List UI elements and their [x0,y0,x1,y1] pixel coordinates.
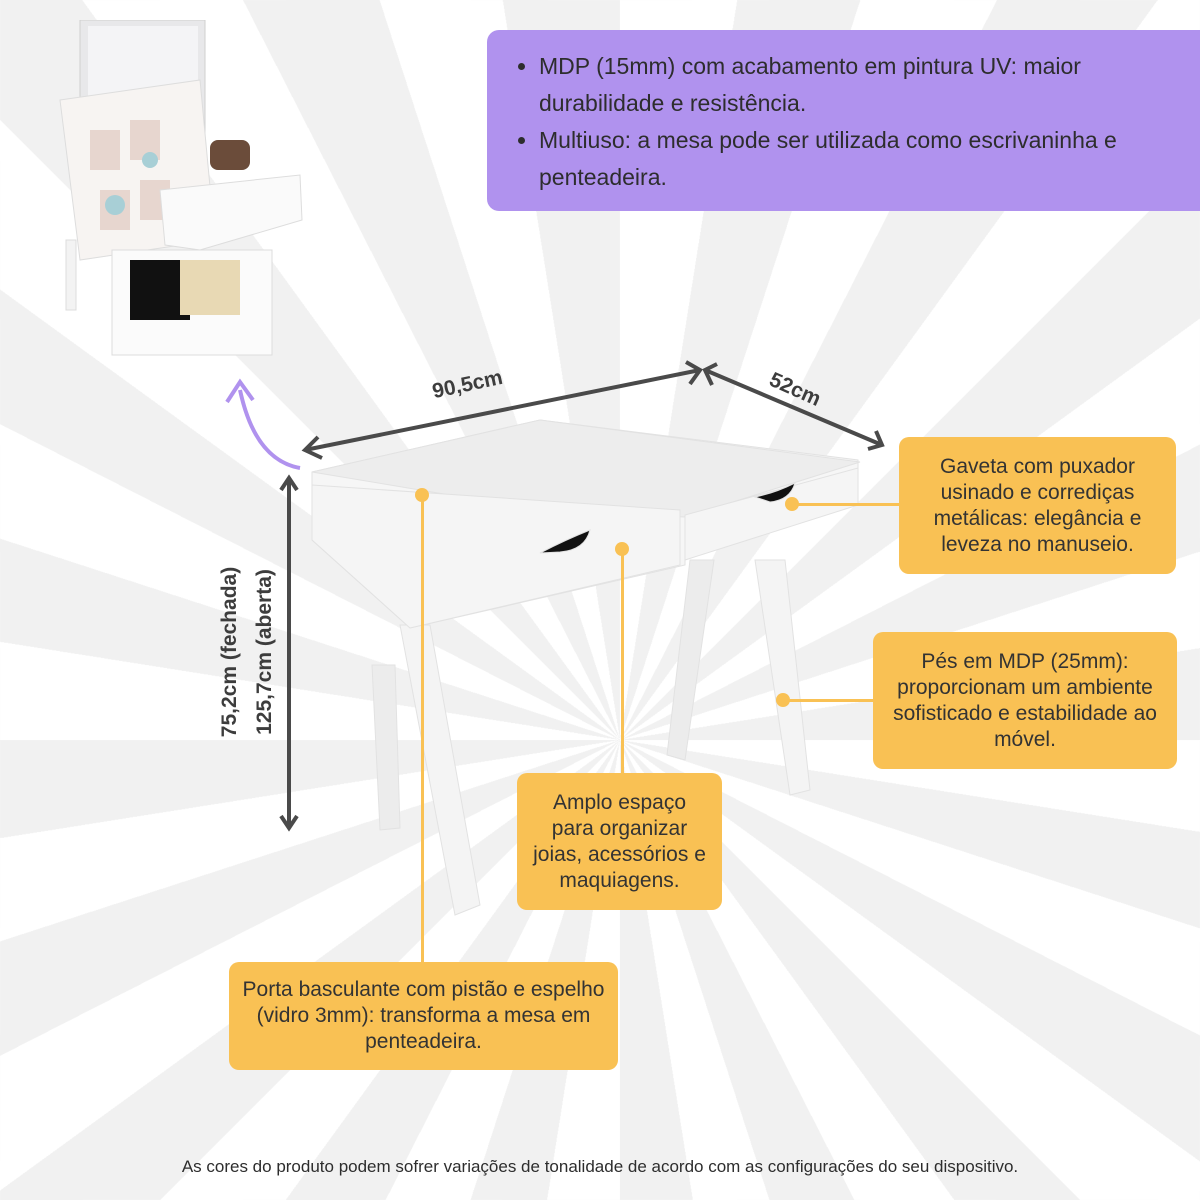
feature-item: MDP (15mm) com acabamento em pintura UV:… [539,48,1179,122]
callout-door: Porta basculante com pistão e espelho (v… [229,962,618,1070]
connector-line [621,549,624,773]
dimension-arrows [279,360,885,832]
marker-dot [785,497,799,511]
connector-line [792,503,899,506]
height-closed-label: 75,2cm (fechada) [218,566,241,738]
connector-line [783,699,873,702]
height-open-label: 125,7cm (aberta) [253,569,276,735]
vanity-table [311,419,861,916]
marker-dot [776,693,790,707]
disclaimer-footer: As cores do produto podem sofrer variaçõ… [181,1157,1019,1176]
feature-item: Multiuso: a mesa pode ser utilizada como… [539,122,1179,196]
callout-drawer: Gaveta com puxador usinado e corrediças … [899,437,1176,574]
callout-storage: Amplo espaço para organizar joias, acess… [517,773,722,910]
curved-arrow-icon [225,378,301,470]
marker-dot [415,488,429,502]
connector-line [421,495,424,962]
features-box: MDP (15mm) com acabamento em pintura UV:… [487,30,1200,211]
callout-legs: Pés em MDP (25mm): proporcionam um ambie… [873,632,1177,769]
marker-dot [615,542,629,556]
open-vanity-image [59,20,303,356]
